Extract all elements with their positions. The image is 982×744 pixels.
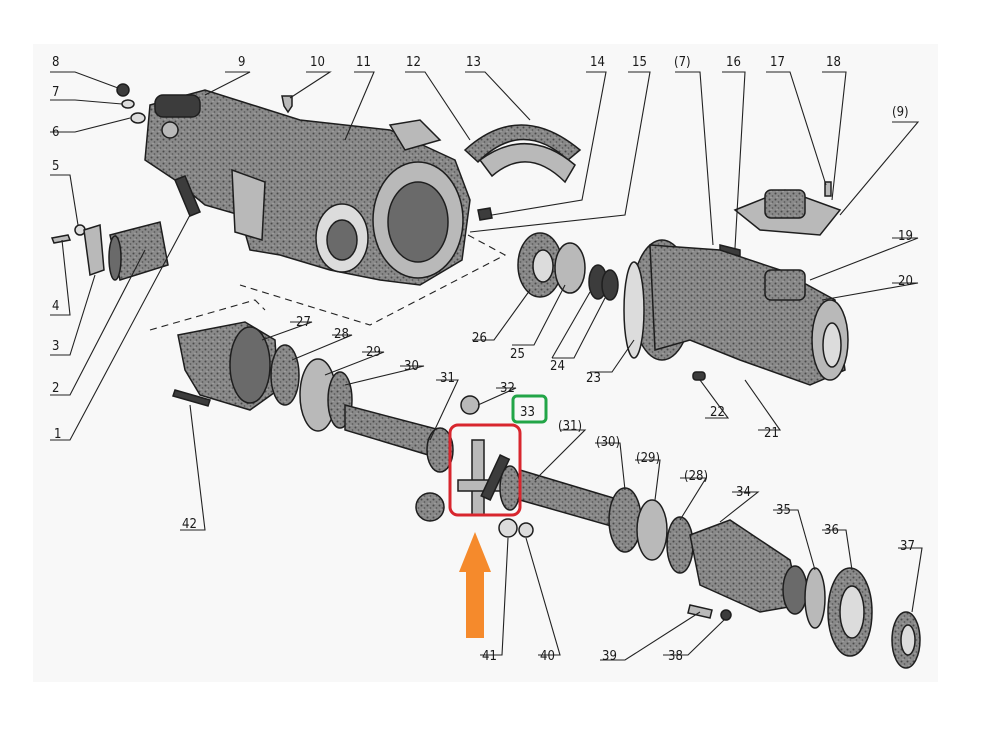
callout-27: 27 [296,315,311,330]
callout-30-paren: (30) [596,435,620,450]
ring-24b [601,269,619,301]
callout-42: 42 [182,517,197,532]
callout-16: 16 [726,55,741,70]
bearing-29b [636,499,668,561]
washer-6 [130,112,146,124]
callout-29: 29 [366,345,381,360]
hub-34 [689,519,808,615]
callout-34: 34 [736,485,751,500]
callout-4: 4 [52,299,59,314]
race-25 [554,242,586,294]
washer-40 [518,522,534,538]
bolt-42 [172,389,211,407]
callout-33: 33 [520,405,535,420]
callout-7-paren: (7) [674,55,691,70]
gear-28b [666,516,694,574]
callout-39: 39 [602,649,617,664]
brake-lining-12 [463,124,582,164]
cover-boss [764,189,806,219]
plug-14 [477,207,493,221]
callout-31: 31 [440,371,455,386]
callout-9: 9 [238,55,245,70]
callout-15: 15 [632,55,647,70]
parts-artwork [50,83,921,669]
washer-41 [498,518,518,538]
screw-17 [824,181,832,197]
ring-35 [804,567,826,629]
gear-28 [270,344,300,406]
key-22 [692,371,706,381]
callout-37: 37 [900,539,915,554]
callout-40: 40 [540,649,555,664]
callout-25: 25 [510,347,525,362]
axle-housing-11 [144,89,471,286]
callout-24: 24 [550,359,565,374]
callout-12: 12 [406,55,421,70]
callout-2: 2 [52,381,59,396]
callout-17: 17 [770,55,785,70]
nut-8 [116,83,130,97]
pointer-arrow [459,532,491,638]
callout-5: 5 [52,159,59,174]
callout-33-highlight-box [511,394,548,424]
callout-41: 41 [482,649,497,664]
pin-1 [174,175,201,217]
callout-28-paren: (28) [684,469,708,484]
callout-36: 36 [824,523,839,538]
callout-9-paren: (9) [892,105,909,120]
callout-18: 18 [826,55,841,70]
callout-23: 23 [586,371,601,386]
brake-band-13 [478,142,576,184]
callout-6: 6 [52,125,59,140]
callout-10: 10 [310,55,325,70]
gasket-23 [623,261,645,359]
tube-housing-21 [631,239,849,386]
pinion-32 [460,395,480,415]
pinion-gear [415,492,445,522]
nut-38 [720,609,732,621]
callout-38: 38 [668,649,683,664]
callout-28: 28 [334,327,349,342]
callout-32: 32 [500,381,515,396]
callout-7: 7 [52,85,59,100]
callout-22: 22 [710,405,725,420]
leader-lines [50,71,923,661]
flange-27 [177,321,279,411]
callout-21: 21 [764,426,779,441]
callout-14: 14 [590,55,605,70]
side-gear [499,465,521,511]
callout-11: 11 [356,55,371,70]
key-39 [687,604,713,619]
highlight-annotations [448,394,548,638]
callout-30: 30 [404,359,419,374]
callout-31-paren: (31) [558,419,582,434]
callout-20: 20 [898,274,913,289]
callout-29-paren: (29) [636,451,660,466]
callout-19: 19 [898,229,913,244]
callout-26: 26 [472,331,487,346]
part-33-highlight-box [448,423,522,517]
callout-35: 35 [776,503,791,518]
bolt-4 [50,234,72,244]
callout-labels: 8 9 10 11 12 13 14 15 (7) 16 17 18 (9) 7… [52,55,915,664]
callout-13: 13 [466,55,481,70]
callout-8: 8 [52,55,59,70]
link-3 [83,224,105,277]
race-30b [608,487,642,553]
washer-7 [121,99,135,109]
breather-10 [281,95,293,114]
callout-1: 1 [54,427,61,442]
callout-3: 3 [52,339,59,354]
